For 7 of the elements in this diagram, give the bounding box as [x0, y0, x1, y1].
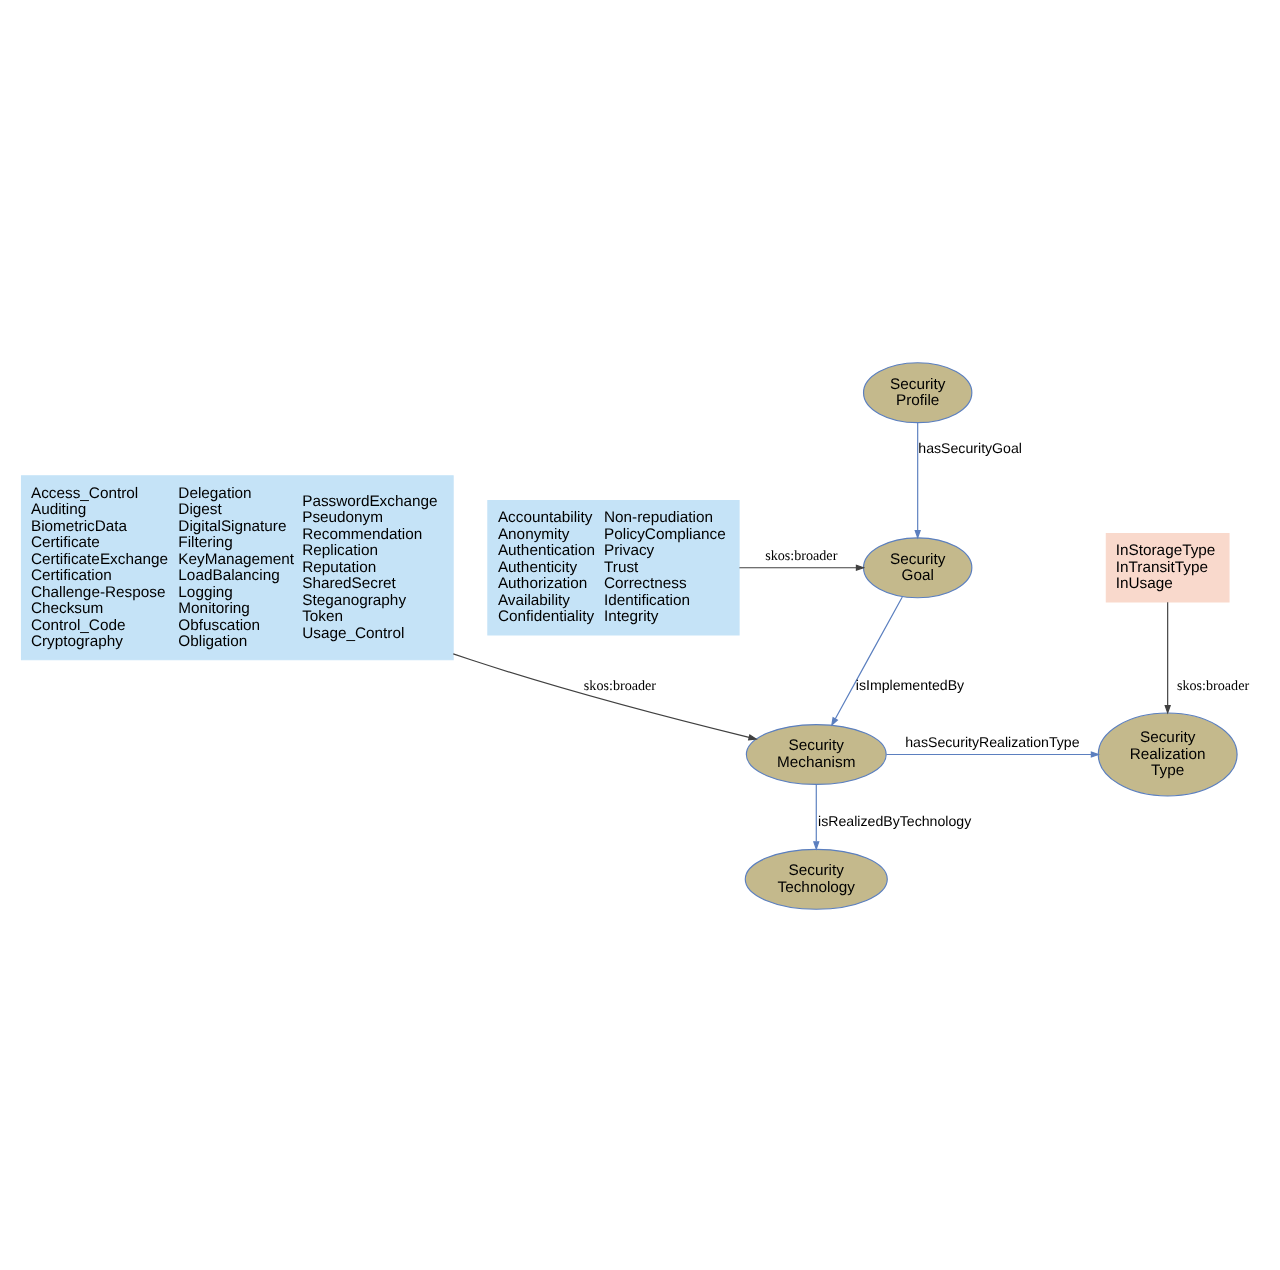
arrow	[738, 563, 866, 571]
arrow	[885, 750, 1101, 757]
arrow	[914, 421, 921, 539]
arrow	[1164, 600, 1171, 714]
arrow	[452, 652, 758, 740]
arrow	[830, 595, 903, 726]
arrow	[812, 783, 820, 850]
